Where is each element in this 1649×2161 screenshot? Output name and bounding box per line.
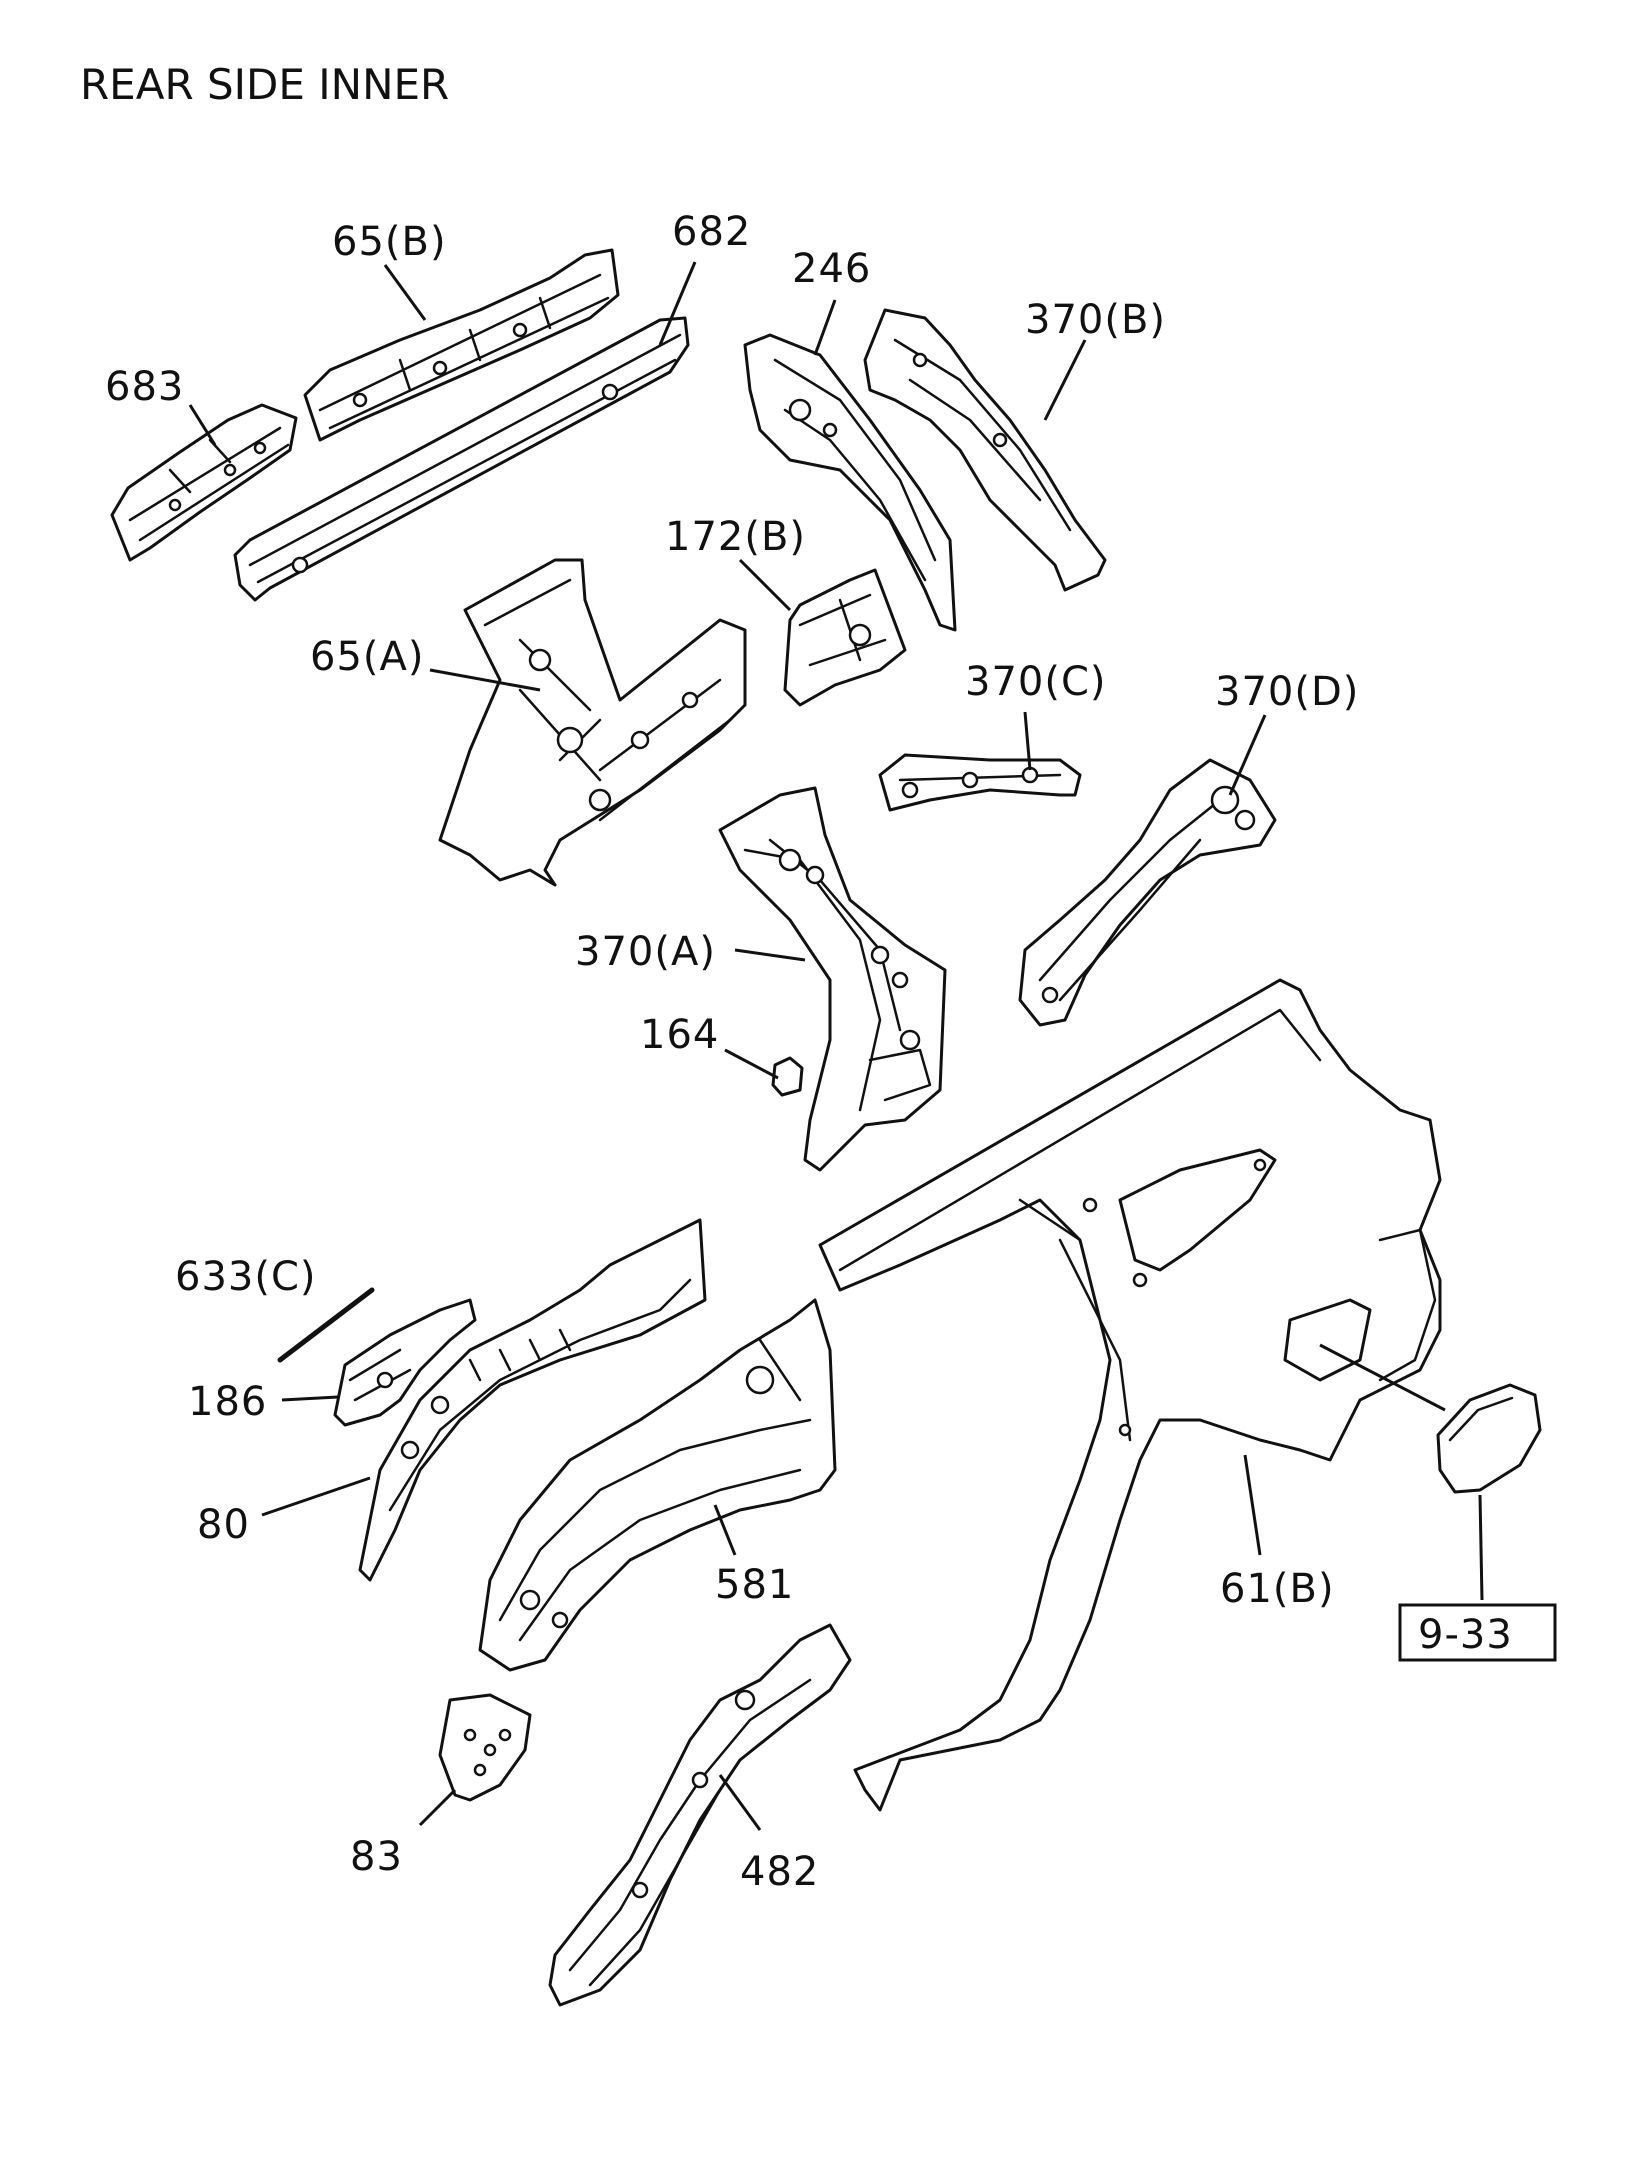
part-581[interactable] [478,1298,837,1672]
label-581: 581 [715,1562,794,1608]
label-682: 682 [672,209,751,255]
label-186: 186 [188,1379,267,1425]
part-370c[interactable] [878,753,1082,812]
part-80[interactable] [358,1218,707,1582]
part-172b[interactable] [783,568,907,707]
reference-box-9-33[interactable]: 9-33 [1398,1603,1557,1662]
leader-lines [188,261,1484,1831]
reference-label: 9-33 [1418,1612,1513,1658]
label-65b: 65(B) [332,219,447,265]
part-370a[interactable] [718,786,947,1172]
part-fuel-lid[interactable] [1436,1383,1542,1494]
label-172b: 172(B) [665,514,806,560]
label-683: 683 [105,364,184,410]
label-65a: 65(A) [310,634,424,680]
part-186[interactable] [333,1298,477,1427]
part-246[interactable] [743,333,957,632]
part-482[interactable] [548,1623,852,2007]
label-80: 80 [197,1502,250,1548]
part-61b[interactable] [818,978,1442,1812]
part-370d[interactable] [1018,758,1277,1027]
label-370d: 370(D) [1215,669,1359,715]
label-633c: 633(C) [175,1254,317,1300]
label-482: 482 [740,1849,819,1895]
part-683[interactable] [110,403,298,562]
label-370c: 370(C) [965,659,1107,705]
part-633c[interactable] [277,1287,375,1363]
label-164: 164 [640,1012,719,1058]
part-83[interactable] [438,1693,532,1802]
diagram-title: REAR SIDE INNER [80,60,450,109]
part-164[interactable] [771,1056,804,1097]
part-65a[interactable] [438,558,747,887]
label-370a: 370(A) [575,929,716,975]
label-61b: 61(B) [1220,1566,1335,1612]
label-370b: 370(B) [1025,297,1166,343]
part-682[interactable] [233,316,690,602]
part-65b[interactable] [303,248,620,442]
label-246: 246 [792,246,871,292]
label-83: 83 [350,1834,403,1880]
part-370b[interactable] [863,308,1107,592]
